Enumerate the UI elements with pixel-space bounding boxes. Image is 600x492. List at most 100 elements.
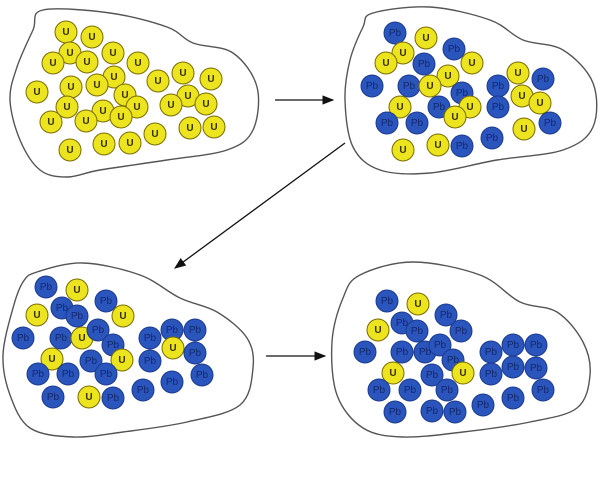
atom-circle [479,362,503,386]
atom-label: Pb [537,385,550,396]
atom-circle [75,50,99,74]
uranium-atom: U [171,61,195,85]
atom-label: Pb [456,141,469,152]
uranium-atom: U [39,110,63,134]
atom-circle [111,304,135,328]
atom-label: Pb [144,333,157,344]
atom-circle [353,340,377,364]
atom-label: U [126,138,133,149]
uranium-atom: U [40,347,64,371]
atom-label: U [389,368,396,379]
atom-label: U [109,48,116,59]
atom-label: Pb [434,340,447,351]
atom-label: Pb [456,88,469,99]
lead-atom: Pb [79,349,103,373]
atom-circle [512,117,536,141]
atom-label: Pb [107,393,120,404]
atom-circle [126,51,150,75]
lead-atom: Pb [138,349,162,373]
atom-label: U [414,299,421,310]
atom-label: Pb [40,282,53,293]
atom-circle [375,111,399,135]
atom-circle [383,21,407,45]
atom-circle [528,91,552,115]
atom-label: Pb [448,44,461,55]
atom-circle [190,363,214,387]
atom-label: U [426,81,433,92]
atom-label: Pb [56,303,69,314]
atom-label: Pb [100,296,113,307]
atom-label: U [382,58,389,69]
atom-label: Pb [17,333,30,344]
lead-atom: Pb [486,74,510,98]
atom-label: U [434,140,441,151]
lead-atom: Pb [86,318,110,342]
atom-circle [146,69,170,93]
atom-circle [391,41,415,65]
uranium-atom: U [202,115,226,139]
atom-label: Pb [447,355,460,366]
atom-label: Pb [32,369,45,380]
atom-circle [11,326,35,350]
lead-atom: Pb [94,289,118,313]
atom-label: Pb [381,296,394,307]
atom-label: Pb [92,325,105,336]
atom-label: U [396,102,403,113]
lead-atom: Pb [56,362,80,386]
lead-atom: Pb [26,362,50,386]
atom-circle [405,111,429,135]
lead-atom: Pb [397,74,421,98]
atom-label: Pb [396,318,409,329]
atom-circle [501,355,525,379]
atom-label: U [118,355,125,366]
atom-circle [26,362,50,386]
atom-circle [65,304,89,328]
atom-circle [178,116,202,140]
atom-circle [77,385,101,409]
lead-atom: Pb [190,363,214,387]
uranium-atom: U [65,278,89,302]
uranium-atom: U [92,132,116,156]
atom-circle [524,356,548,380]
atom-label: Pb [507,340,520,351]
atom-circle [538,111,562,135]
uranium-atom: U [443,105,467,129]
lead-atom: Pb [138,326,162,350]
atom-circle [375,289,399,313]
uranium-atom: U [41,51,65,75]
atom-circle [374,51,398,75]
atom-circle [199,67,223,91]
atom-circle [434,303,458,327]
atom-label: U [119,311,126,322]
lead-atom: Pb [486,95,510,119]
atom-label: Pb [189,325,202,336]
uranium-atom: U [25,80,49,104]
lead-atom: Pb [480,126,504,150]
atom-label: U [154,76,161,87]
atom-label: Pb [486,133,499,144]
atom-label: U [459,368,466,379]
atom-circle [101,386,125,410]
atom-label: U [186,123,193,134]
lead-atom: Pb [367,378,391,402]
atom-label: Pb [440,310,453,321]
lead-atom: Pb [375,111,399,135]
atom-label: U [47,117,54,128]
atom-label: U [184,91,191,102]
atom-label: U [49,58,56,69]
atom-label: Pb [530,340,543,351]
lead-atom: Pb [405,319,429,343]
atom-circle [360,74,384,98]
uranium-atom: U [110,348,134,372]
atom-circle [420,399,444,423]
atom-label: U [63,102,70,113]
uranium-atom: U [381,361,405,385]
atom-circle [80,25,104,49]
atom-label: Pb [189,348,202,359]
atom-label: U [374,325,381,336]
atom-circle [25,303,49,327]
uranium-atom: U [391,41,415,65]
atom-circle [390,340,414,364]
